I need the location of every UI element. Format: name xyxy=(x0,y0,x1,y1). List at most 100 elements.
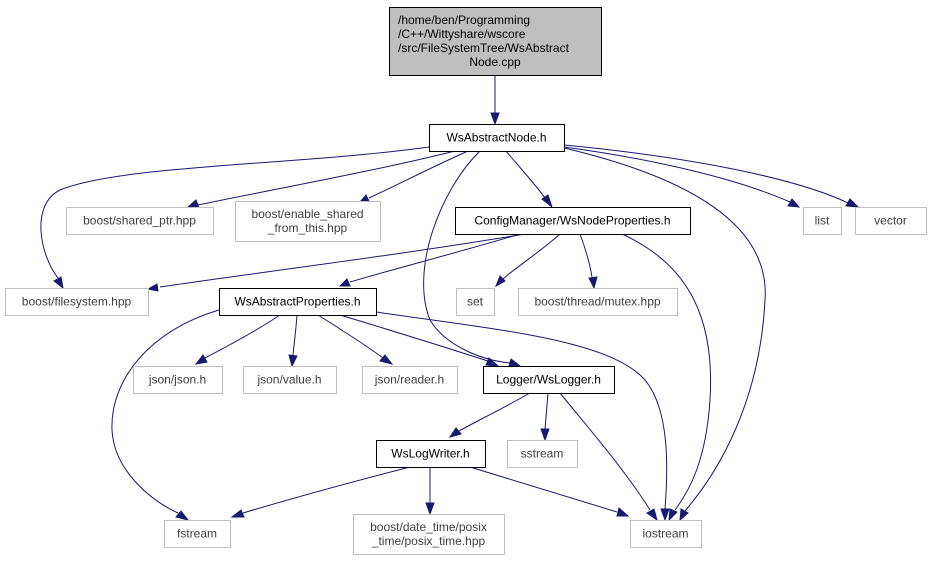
arrowhead-icon xyxy=(668,508,678,522)
edge-wsabstractnode-to-wsnodeproperties xyxy=(505,150,554,209)
arrowhead-icon xyxy=(194,354,208,365)
edge-wslogwriter-to-iostream xyxy=(469,466,630,517)
arrowhead-icon xyxy=(175,510,190,521)
edge-line xyxy=(375,311,668,510)
node-label: _from_this.hpp xyxy=(267,221,348,235)
node-label: vector xyxy=(874,214,907,228)
edge-wslogwriter-to-fstream xyxy=(230,466,411,518)
node-label: boost/enable_shared xyxy=(251,207,363,221)
node-wsabstractnode[interactable]: WsAbstractNode.h xyxy=(429,124,565,152)
node-box xyxy=(507,440,578,468)
node-box xyxy=(455,207,691,235)
edge-wsabstractnode-to-shared_ptr xyxy=(186,150,456,209)
edge-line xyxy=(563,146,791,203)
edge-wsabstractproperties-to-wslogger xyxy=(339,314,500,367)
node-box xyxy=(235,201,381,242)
arrowhead-icon xyxy=(679,508,689,522)
arrowhead-icon xyxy=(53,276,64,290)
edge-line xyxy=(197,150,456,206)
node-label: /home/ben/Programming xyxy=(398,13,530,27)
node-box xyxy=(855,207,927,235)
edge-wsnodeproperties-to-set xyxy=(495,233,561,288)
edge-line xyxy=(159,233,526,288)
node-wslogwriter[interactable]: WsLogWriter.h xyxy=(376,440,486,468)
node-label: WsAbstractProperties.h xyxy=(234,295,360,309)
node-root[interactable]: /home/ben/Programming/C++/Wittyshare/wsc… xyxy=(389,7,602,76)
arrowhead-icon xyxy=(660,508,670,522)
node-list: list xyxy=(803,207,842,235)
node-json_json: json/json.h xyxy=(133,366,223,394)
node-box xyxy=(66,207,214,235)
arrowhead-icon xyxy=(338,278,351,287)
node-wsnodeproperties[interactable]: ConfigManager/WsNodeProperties.h xyxy=(455,207,691,235)
node-json_value: json/value.h xyxy=(243,366,337,394)
node-label: fstream xyxy=(177,527,217,541)
node-box xyxy=(5,288,149,316)
arrowhead-icon xyxy=(495,275,506,288)
arrowhead-icon xyxy=(616,507,630,517)
node-mutex: boost/thread/mutex.hpp xyxy=(518,288,678,316)
edge-line xyxy=(423,150,511,364)
node-box xyxy=(362,366,458,394)
edge-line xyxy=(563,144,849,204)
edge-wslogger-to-wslogwriter xyxy=(448,392,531,438)
arrowhead-icon xyxy=(646,508,658,522)
node-sstream: sstream xyxy=(507,440,578,468)
edge-line xyxy=(469,466,618,513)
node-enable_shared: boost/enable_shared_from_this.hpp xyxy=(235,201,381,242)
edge-line xyxy=(368,150,469,199)
node-wsabstractproperties[interactable]: WsAbstractProperties.h xyxy=(219,288,377,316)
node-shared_ptr: boost/shared_ptr.hpp xyxy=(66,207,214,235)
arrowhead-icon xyxy=(379,354,394,365)
node-fstream: fstream xyxy=(164,520,231,548)
edge-wsabstractnode-to-enable_shared xyxy=(358,150,469,204)
arrowhead-icon xyxy=(787,198,801,208)
edge-wslogwriter-to-posix_time xyxy=(425,467,435,516)
arrowhead-icon xyxy=(508,358,522,367)
arrowhead-icon xyxy=(146,283,159,292)
edge-wsabstractproperties-to-json_json xyxy=(194,314,281,365)
node-label: WsLogWriter.h xyxy=(391,447,469,461)
node-box xyxy=(429,124,565,152)
edge-line xyxy=(502,233,561,280)
node-label: set xyxy=(467,295,484,309)
edge-wsabstractproperties-to-fstream xyxy=(111,309,220,521)
edge-line xyxy=(292,314,298,356)
edge-line xyxy=(505,150,546,199)
edge-line xyxy=(204,314,281,359)
node-box xyxy=(164,520,231,548)
node-label: json/value.h xyxy=(256,373,321,387)
edge-line xyxy=(563,147,766,512)
edge-wsabstractproperties-to-json_reader xyxy=(317,314,394,365)
arrowhead-icon xyxy=(230,509,245,518)
edge-line xyxy=(621,233,712,511)
node-iostream: iostream xyxy=(630,520,702,548)
node-box xyxy=(376,440,486,468)
node-label: /C++/Wittyshare/wscore xyxy=(398,27,526,41)
edge-wsnodeproperties-to-mutex xyxy=(579,233,598,290)
edge-wsabstractnode-to-vector xyxy=(563,144,860,208)
node-box xyxy=(353,514,505,555)
edges-layer xyxy=(40,75,860,522)
node-wslogger[interactable]: Logger/WsLogger.h xyxy=(483,366,615,394)
node-label: json/reader.h xyxy=(374,373,444,387)
arrowhead-icon xyxy=(485,357,500,367)
node-label: sstream xyxy=(521,447,564,461)
node-box xyxy=(630,520,702,548)
edge-wsabstractproperties-to-iostream xyxy=(375,311,670,522)
edge-line xyxy=(111,309,220,514)
node-box xyxy=(518,288,678,316)
arrowhead-icon xyxy=(845,198,860,208)
edge-wsnodeproperties-to-wsabstractproperties xyxy=(338,233,521,287)
node-box xyxy=(483,366,615,394)
node-posix_time: boost/date_time/posix_time/posix_time.hp… xyxy=(353,514,505,555)
edge-root-to-wsabstractnode xyxy=(490,75,500,126)
arrowhead-icon xyxy=(540,428,550,442)
edge-line xyxy=(242,466,411,514)
edge-wsnodeproperties-to-filesystem xyxy=(146,233,526,292)
node-label: ConfigManager/WsNodeProperties.h xyxy=(474,214,670,228)
node-box xyxy=(803,207,842,235)
arrowhead-icon xyxy=(186,199,200,209)
edge-wslogger-to-sstream xyxy=(540,392,550,442)
arrowhead-icon xyxy=(541,194,554,209)
